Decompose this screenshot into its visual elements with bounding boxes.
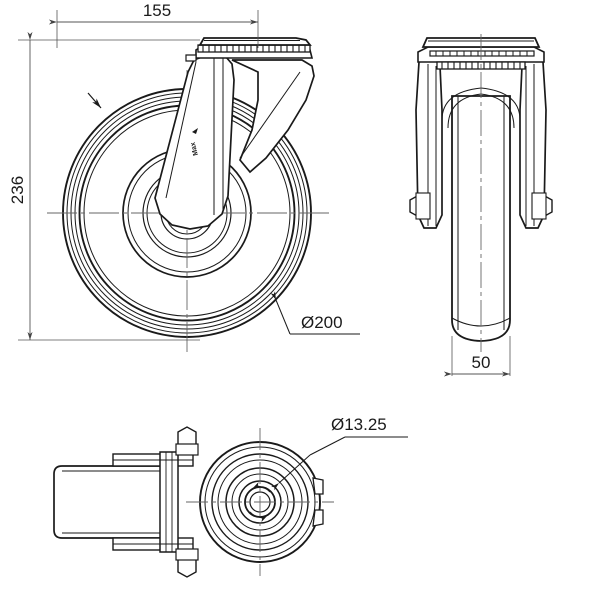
dimension-155-label: 155	[143, 1, 171, 20]
plan-fork-strap-lines	[113, 452, 193, 552]
tire-leader-arrow	[87, 92, 102, 109]
dimension-50-label: 50	[472, 353, 491, 372]
dimension-236-label: 236	[8, 176, 27, 204]
side-elevation-view: Max	[47, 37, 330, 356]
fork-housing-inner	[239, 71, 301, 159]
front-axle-nut-left	[409, 192, 431, 220]
top-plan-view	[53, 426, 334, 578]
plan-hex-bolt-bottom	[175, 548, 199, 578]
fork-logo-mark: Max	[190, 128, 200, 156]
dimension-overall-width: 155	[48, 1, 259, 48]
swivel-fork-inner-lines	[165, 58, 224, 215]
top-plate-assembly	[185, 37, 314, 62]
front-axle-nut-right	[531, 192, 553, 220]
fork-housing	[231, 59, 315, 174]
plan-hex-bolt-top	[175, 426, 199, 456]
plan-view-centerlines	[186, 428, 334, 576]
dimension-d200-label: Ø200	[301, 313, 343, 332]
front-elevation-view	[409, 34, 553, 352]
fork-logo-text: Max	[190, 141, 200, 156]
dimension-wheel-width: 50	[443, 336, 511, 377]
dimension-d1325-label: Ø13.25	[331, 415, 387, 434]
plan-wheel-barrel	[53, 465, 166, 539]
plan-rotation-arrows	[249, 481, 271, 523]
dimension-overall-height: 236	[8, 31, 200, 341]
plan-head-tabs	[312, 477, 324, 527]
dimension-bolt-hole-diameter: Ø13.25	[271, 415, 408, 491]
dimension-wheel-diameter: Ø200	[270, 291, 360, 335]
